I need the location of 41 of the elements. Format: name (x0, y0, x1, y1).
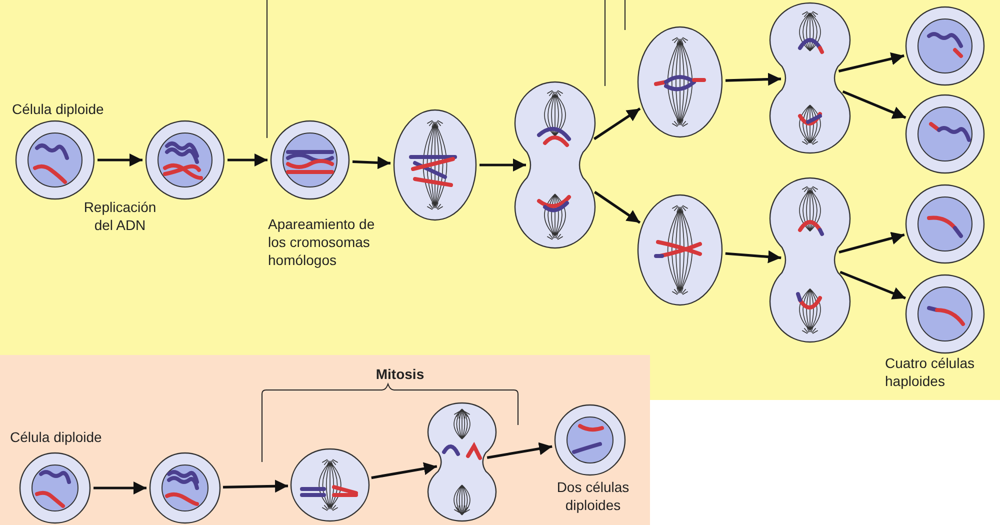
edge-label: Replicación del ADN (82, 198, 158, 234)
arrow (228, 154, 268, 166)
group-caption: Cuatro células haploides (885, 354, 976, 390)
cell-drawing (393, 109, 477, 221)
arrow (480, 158, 526, 172)
cell-drawing (427, 402, 497, 522)
arrow (840, 270, 906, 300)
cell-drawing (905, 94, 985, 174)
cell-drawing (769, 177, 851, 343)
arrow (98, 154, 142, 166)
cell-drawing (637, 26, 723, 138)
cell-drawing (905, 274, 985, 354)
cell-drawing (145, 120, 225, 200)
arrow (94, 482, 146, 494)
bracket-title: Mitosis (374, 365, 426, 383)
cell-drawing (637, 194, 723, 306)
cell-drawing (514, 81, 596, 249)
cell-drawing (769, 2, 851, 154)
arrow (486, 442, 552, 459)
arrow (593, 108, 641, 140)
arrow (222, 480, 288, 493)
cell-drawing (19, 452, 91, 524)
cell-caption: Dos células diploides (556, 478, 630, 514)
cell-drawing (905, 6, 985, 86)
arrow (352, 156, 391, 170)
cell-drawing (554, 404, 626, 476)
cell-drawing (270, 120, 350, 200)
arrow (371, 462, 438, 480)
cell-drawing (290, 448, 370, 522)
arrow (725, 250, 782, 264)
cell-drawing (905, 184, 985, 264)
arrow (838, 232, 905, 254)
cell-drawing (15, 120, 95, 200)
cell-drawing (149, 452, 221, 524)
arrow (594, 190, 641, 224)
cell-caption: Célula diploide (12, 100, 104, 118)
cell-caption: Apareamiento de los cromosomas homólogos (268, 215, 376, 269)
arrow (838, 52, 904, 72)
cell-caption: Célula diploide (10, 428, 102, 446)
arrow (725, 72, 782, 86)
arrow (842, 90, 906, 119)
